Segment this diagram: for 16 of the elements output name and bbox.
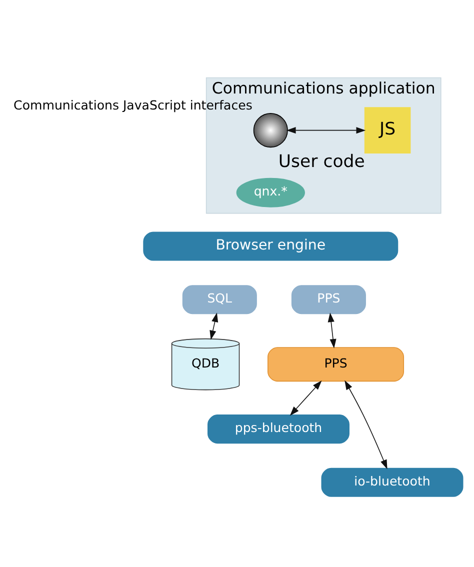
arrow <box>327 312 336 348</box>
node-box: pps-bluetooth <box>207 414 349 444</box>
node-box: Browser engine <box>142 231 398 260</box>
node-ellipse: qnx.* <box>236 177 304 207</box>
node-label: Communications JavaScript interfaces <box>13 96 252 112</box>
node-box: PPS <box>290 284 366 314</box>
node-label: User code <box>278 151 364 172</box>
node-box: SQL <box>182 284 256 314</box>
arrow <box>286 126 366 134</box>
node-box: PPS <box>267 346 404 382</box>
node-box: JS <box>364 106 410 153</box>
node-box: io-bluetooth <box>320 467 463 496</box>
arrow <box>289 380 322 416</box>
arrow <box>344 380 387 469</box>
arrow <box>209 312 218 340</box>
node-circle <box>252 112 288 148</box>
